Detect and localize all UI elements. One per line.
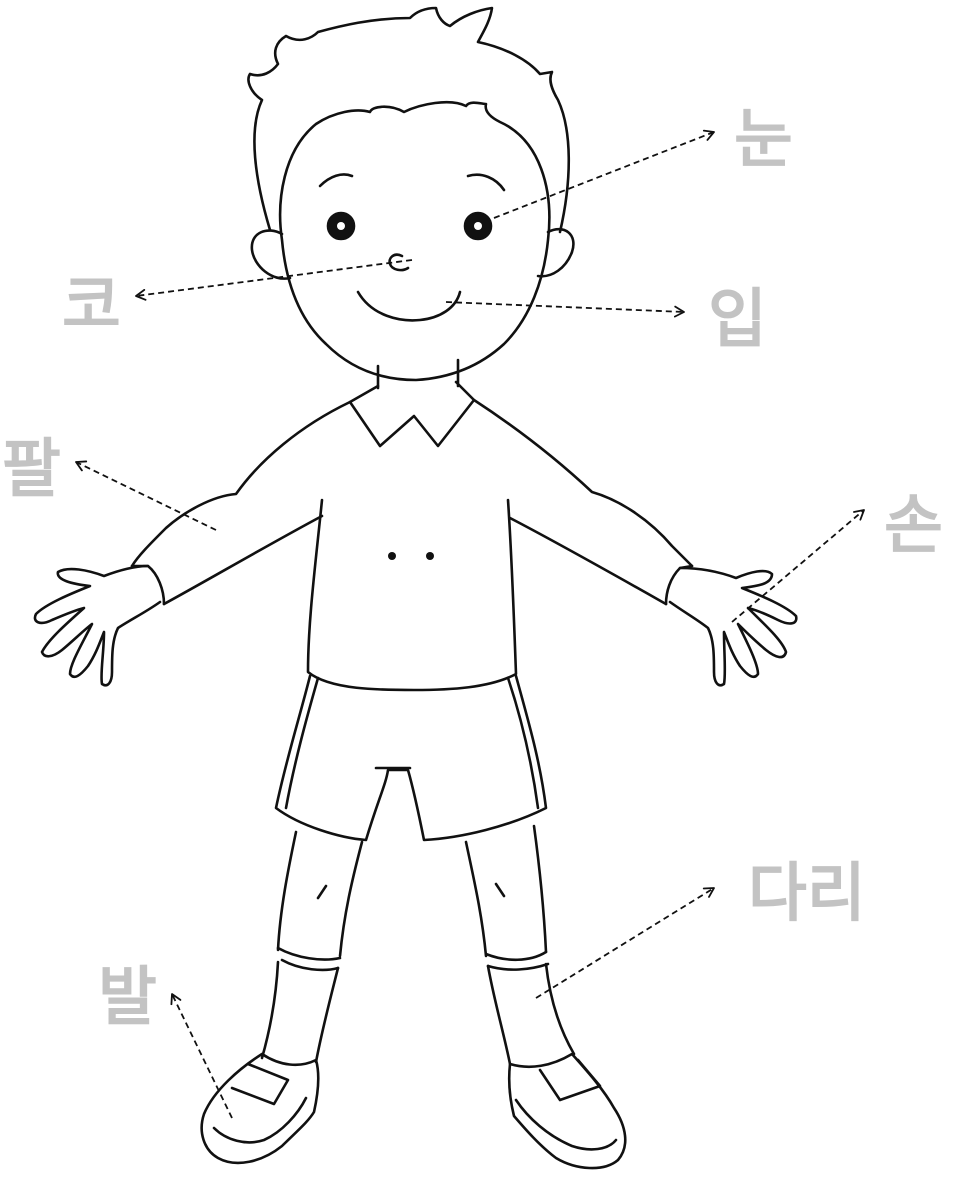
mouth (356, 290, 462, 322)
left-ear (250, 229, 292, 280)
label-nose: 코 (62, 269, 121, 343)
pointer-arrows (75, 129, 865, 1119)
hair (247, 6, 571, 234)
label-leg: 다리 (748, 857, 866, 931)
shirt-button (388, 552, 396, 560)
arrow-leg (535, 887, 715, 999)
right-sock (484, 950, 550, 971)
neck (376, 358, 460, 390)
left-hand (33, 564, 162, 687)
label-arm: 팔 (2, 433, 61, 507)
shirt-button (426, 552, 434, 560)
arrow-mouth (445, 301, 685, 318)
left-eyebrow (318, 173, 354, 188)
shirt (130, 400, 352, 568)
left-leg (276, 830, 364, 958)
nose (388, 253, 410, 272)
left-shoe (200, 1052, 320, 1165)
arrow-nose (135, 259, 413, 301)
right-eyebrow (466, 173, 506, 192)
right-leg (464, 824, 548, 958)
arrow-arm (75, 460, 217, 531)
label-eye: 눈 (734, 103, 793, 177)
right-sleeve-cuff (664, 564, 694, 606)
right-shoe (507, 1052, 627, 1170)
right-hand (668, 566, 798, 687)
left-sock (276, 946, 342, 972)
left-sleeve-cuff (130, 564, 166, 606)
right-ear (536, 227, 575, 278)
torso (306, 498, 518, 692)
shorts (274, 674, 548, 842)
label-hand: 손 (884, 489, 943, 563)
label-foot: 발 (98, 961, 157, 1035)
arrow-foot (170, 993, 233, 1119)
label-mouth: 입 (708, 283, 767, 357)
collar (348, 380, 476, 448)
face (278, 100, 551, 382)
arrow-hand (731, 509, 865, 623)
